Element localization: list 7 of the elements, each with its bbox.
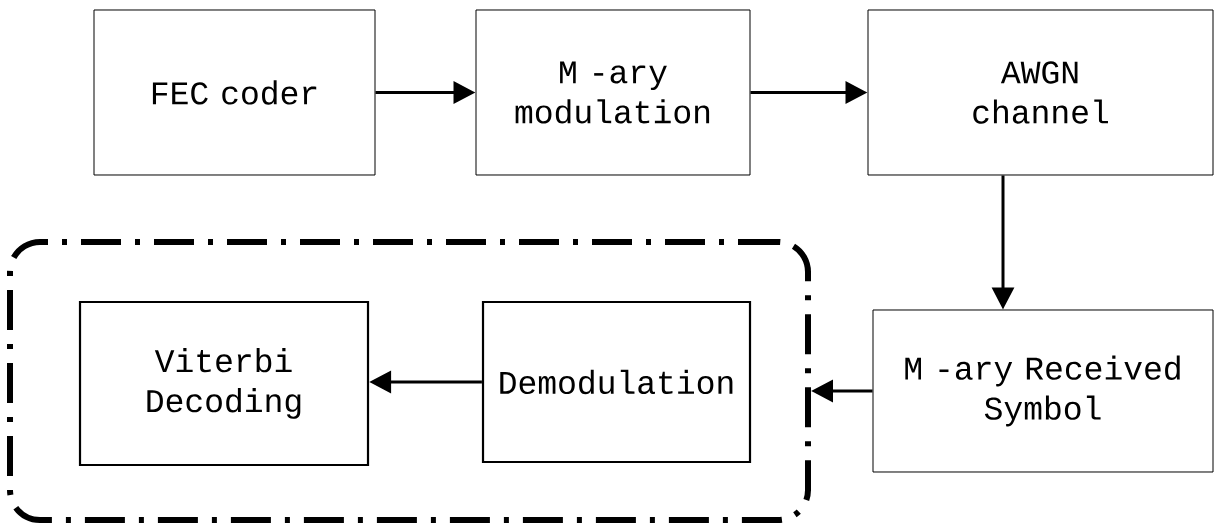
process-box: AWGN channel bbox=[867, 9, 1214, 176]
dash-dot-group-box bbox=[7, 239, 811, 523]
inner-block-box: Demodulation bbox=[481, 300, 752, 464]
process-box: M -ary modulation bbox=[475, 9, 751, 176]
inner-block-box: Viterbi Decoding bbox=[78, 300, 370, 467]
process-box: M -ary Received Symbol bbox=[872, 309, 1214, 473]
process-box: FEC coder bbox=[93, 9, 376, 176]
